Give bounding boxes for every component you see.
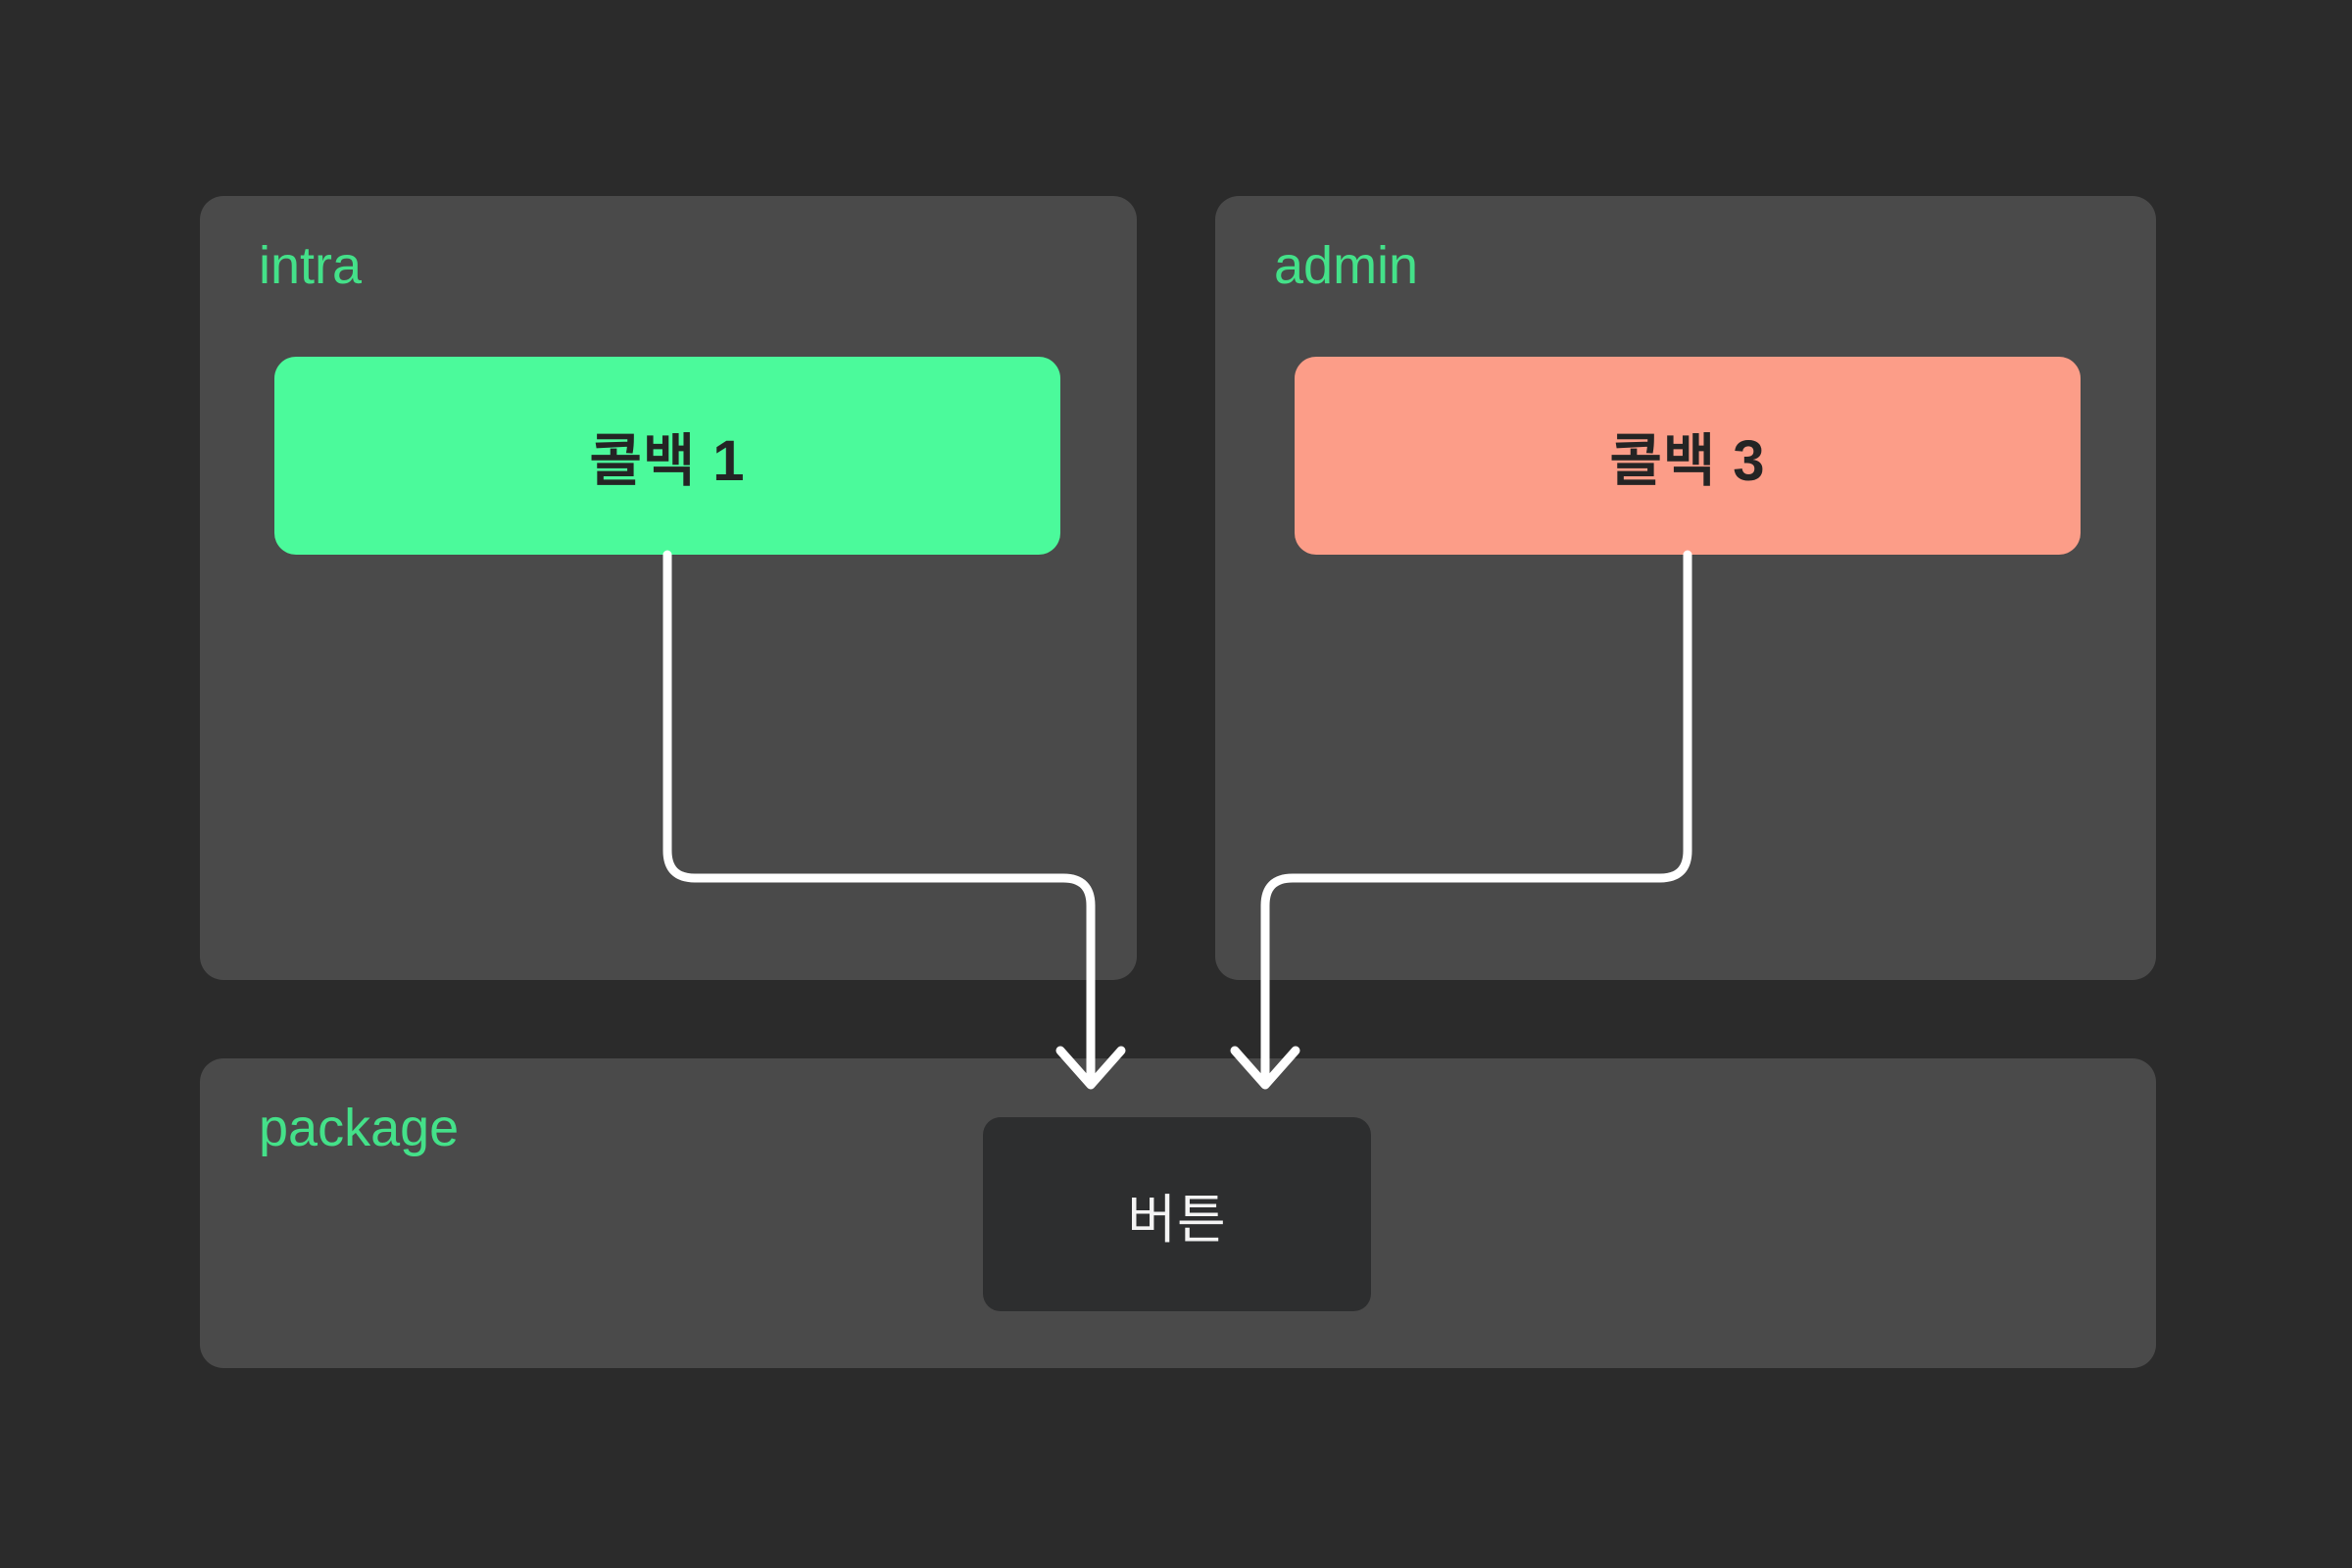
node-button[interactable]: 버튼 (983, 1117, 1371, 1311)
node-callback-1-label: 콜백 1 (589, 429, 746, 493)
group-admin: admin 콜백 3 (1215, 196, 2156, 980)
group-package-label: package (259, 1099, 460, 1157)
group-package: package 버튼 (200, 1058, 2156, 1368)
node-callback-1[interactable]: 콜백 1 (274, 357, 1060, 555)
node-callback-3-label: 콜백 3 (1609, 429, 1766, 493)
group-intra-label: intra (259, 236, 363, 295)
node-button-label: 버튼 (1127, 1190, 1227, 1250)
group-intra: intra 콜백 1 (200, 196, 1137, 980)
group-admin-label: admin (1274, 236, 1419, 295)
node-callback-3[interactable]: 콜백 3 (1295, 357, 2081, 555)
